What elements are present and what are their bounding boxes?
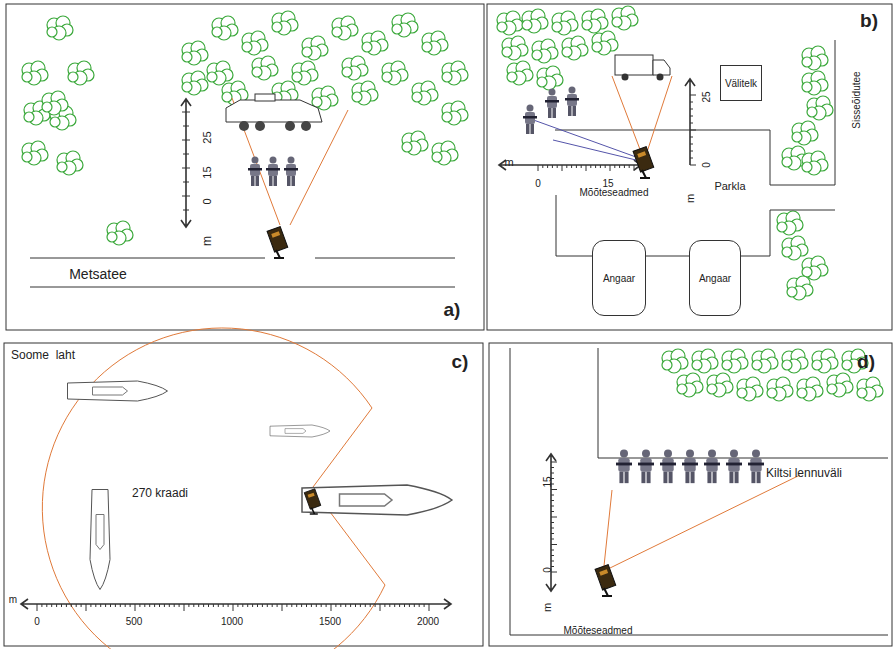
map-label: 2000: [417, 617, 439, 627]
map-label: m: [9, 595, 17, 605]
map-label: Parkla: [714, 181, 745, 192]
map-label: Mõõteseadmed: [564, 626, 633, 636]
map-label: 25: [202, 131, 213, 143]
map-label: Soome laht: [11, 349, 75, 361]
map-label: 0: [202, 198, 213, 204]
map-label: Sisseõidutee: [852, 71, 862, 128]
map-label: a): [444, 300, 461, 319]
map-label: 270 kraadi: [132, 487, 188, 499]
map-label: 15: [543, 476, 553, 487]
map-label: m: [201, 236, 213, 246]
map-label: m: [542, 602, 553, 611]
map-label: 1000: [221, 617, 243, 627]
apc: [226, 94, 322, 131]
tent-box: Välitelk: [720, 65, 762, 101]
hangar-box: Angaar: [689, 240, 741, 316]
hangar-box: Angaar: [592, 240, 646, 316]
map-label: m: [504, 157, 513, 168]
map-label: 15: [202, 166, 213, 178]
map-label: 500: [126, 617, 143, 627]
map-label: Metsatee: [69, 267, 127, 281]
map-label: d): [857, 352, 875, 371]
map-label: b): [860, 11, 878, 30]
node-label: Välitelk: [725, 78, 757, 89]
map-label: c): [452, 352, 469, 371]
map-label: 0: [535, 179, 541, 189]
map-label: Kiltsi lennuväli: [766, 467, 842, 479]
node-label: Angaar: [603, 273, 635, 284]
map-label: 0: [702, 162, 712, 168]
map-label: Mõõteseadmed: [580, 188, 649, 198]
map-label: 0: [543, 567, 553, 573]
map-label: m: [685, 193, 696, 202]
map-label: 25: [702, 91, 712, 102]
map-label: 0: [34, 617, 40, 627]
node-label: Angaar: [699, 273, 731, 284]
truck: [615, 55, 670, 81]
map-label: 1500: [319, 617, 341, 627]
